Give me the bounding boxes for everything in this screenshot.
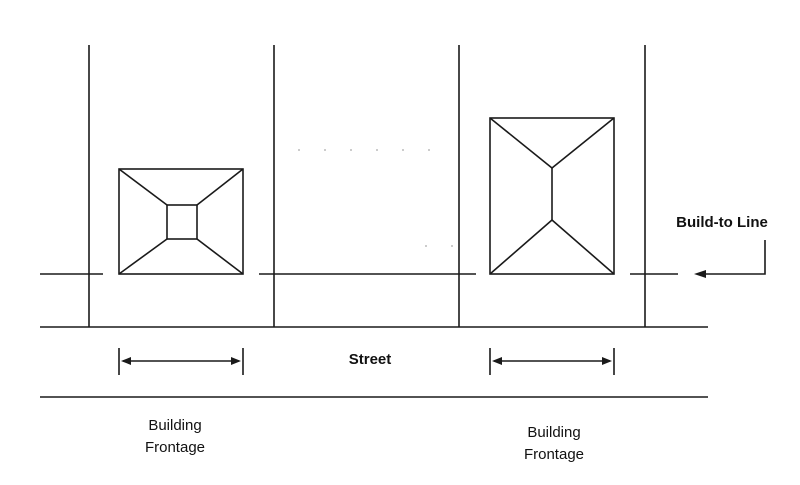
frontage-label-left: Building Frontage xyxy=(110,415,240,459)
arrowhead xyxy=(231,357,241,365)
arrowhead xyxy=(492,357,502,365)
frontage-dimension-left xyxy=(118,348,244,375)
street-label: Street xyxy=(348,351,392,368)
arrowhead xyxy=(602,357,612,365)
building-right xyxy=(489,117,615,275)
build-to-line-leader xyxy=(706,240,766,275)
build-to-line-label: Build-to Line xyxy=(676,214,768,231)
frontage-label-left-line2: Frontage xyxy=(144,439,206,456)
arrowhead xyxy=(121,357,131,365)
build-to-line-arrowhead xyxy=(694,270,706,278)
frontage-label-right-line2: Frontage xyxy=(523,446,585,463)
frontage-label-right: Building Frontage xyxy=(489,422,619,466)
frontage-label-left-line1: Building xyxy=(148,417,202,434)
frontage-label-right-line1: Building xyxy=(527,424,581,441)
frontage-dimension-right xyxy=(489,348,615,375)
building-left xyxy=(118,168,244,275)
